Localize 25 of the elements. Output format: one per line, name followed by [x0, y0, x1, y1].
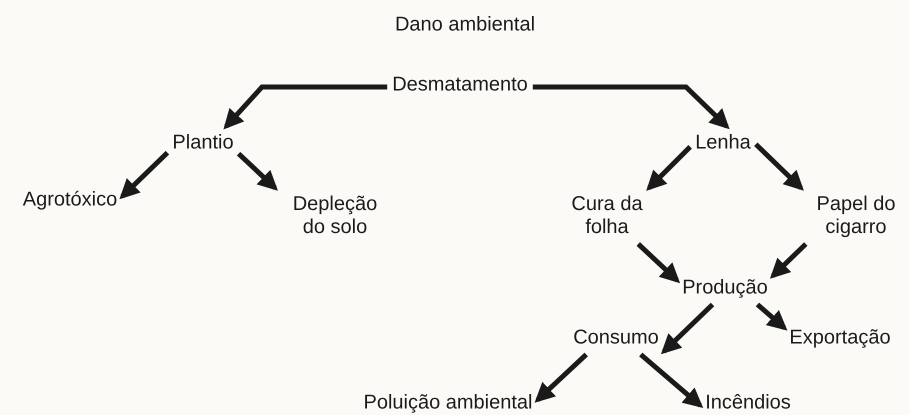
- node-label: Desmatamento: [392, 74, 528, 96]
- arrow: [223, 84, 388, 130]
- diagram-title: Dano ambiental: [394, 14, 536, 36]
- node-label: Consumo: [573, 326, 659, 350]
- node-label: Cura da folha: [562, 193, 652, 239]
- node-label: Exportação: [789, 326, 891, 350]
- arrow: [646, 145, 692, 191]
- node-label: Lenha: [695, 132, 751, 154]
- arrow: [236, 152, 278, 191]
- arrow: [119, 150, 170, 200]
- arrow: [636, 242, 680, 284]
- node-label: Agrotóxico: [22, 188, 118, 212]
- arrow: [532, 84, 730, 130]
- node-label: Plantio: [172, 132, 234, 154]
- arrow: [756, 302, 788, 331]
- node-label: Papel do cigarro: [806, 193, 906, 239]
- node-label: Produção: [682, 276, 768, 300]
- node-label: Depleção do solo: [280, 193, 390, 239]
- arrow: [660, 302, 714, 354]
- arrow: [770, 242, 808, 279]
- arrow: [639, 352, 704, 408]
- arrow: [754, 142, 804, 191]
- arrow: [534, 352, 588, 403]
- node-label: Poluição ambiental: [364, 392, 532, 414]
- node-label: Incêndios: [705, 392, 791, 414]
